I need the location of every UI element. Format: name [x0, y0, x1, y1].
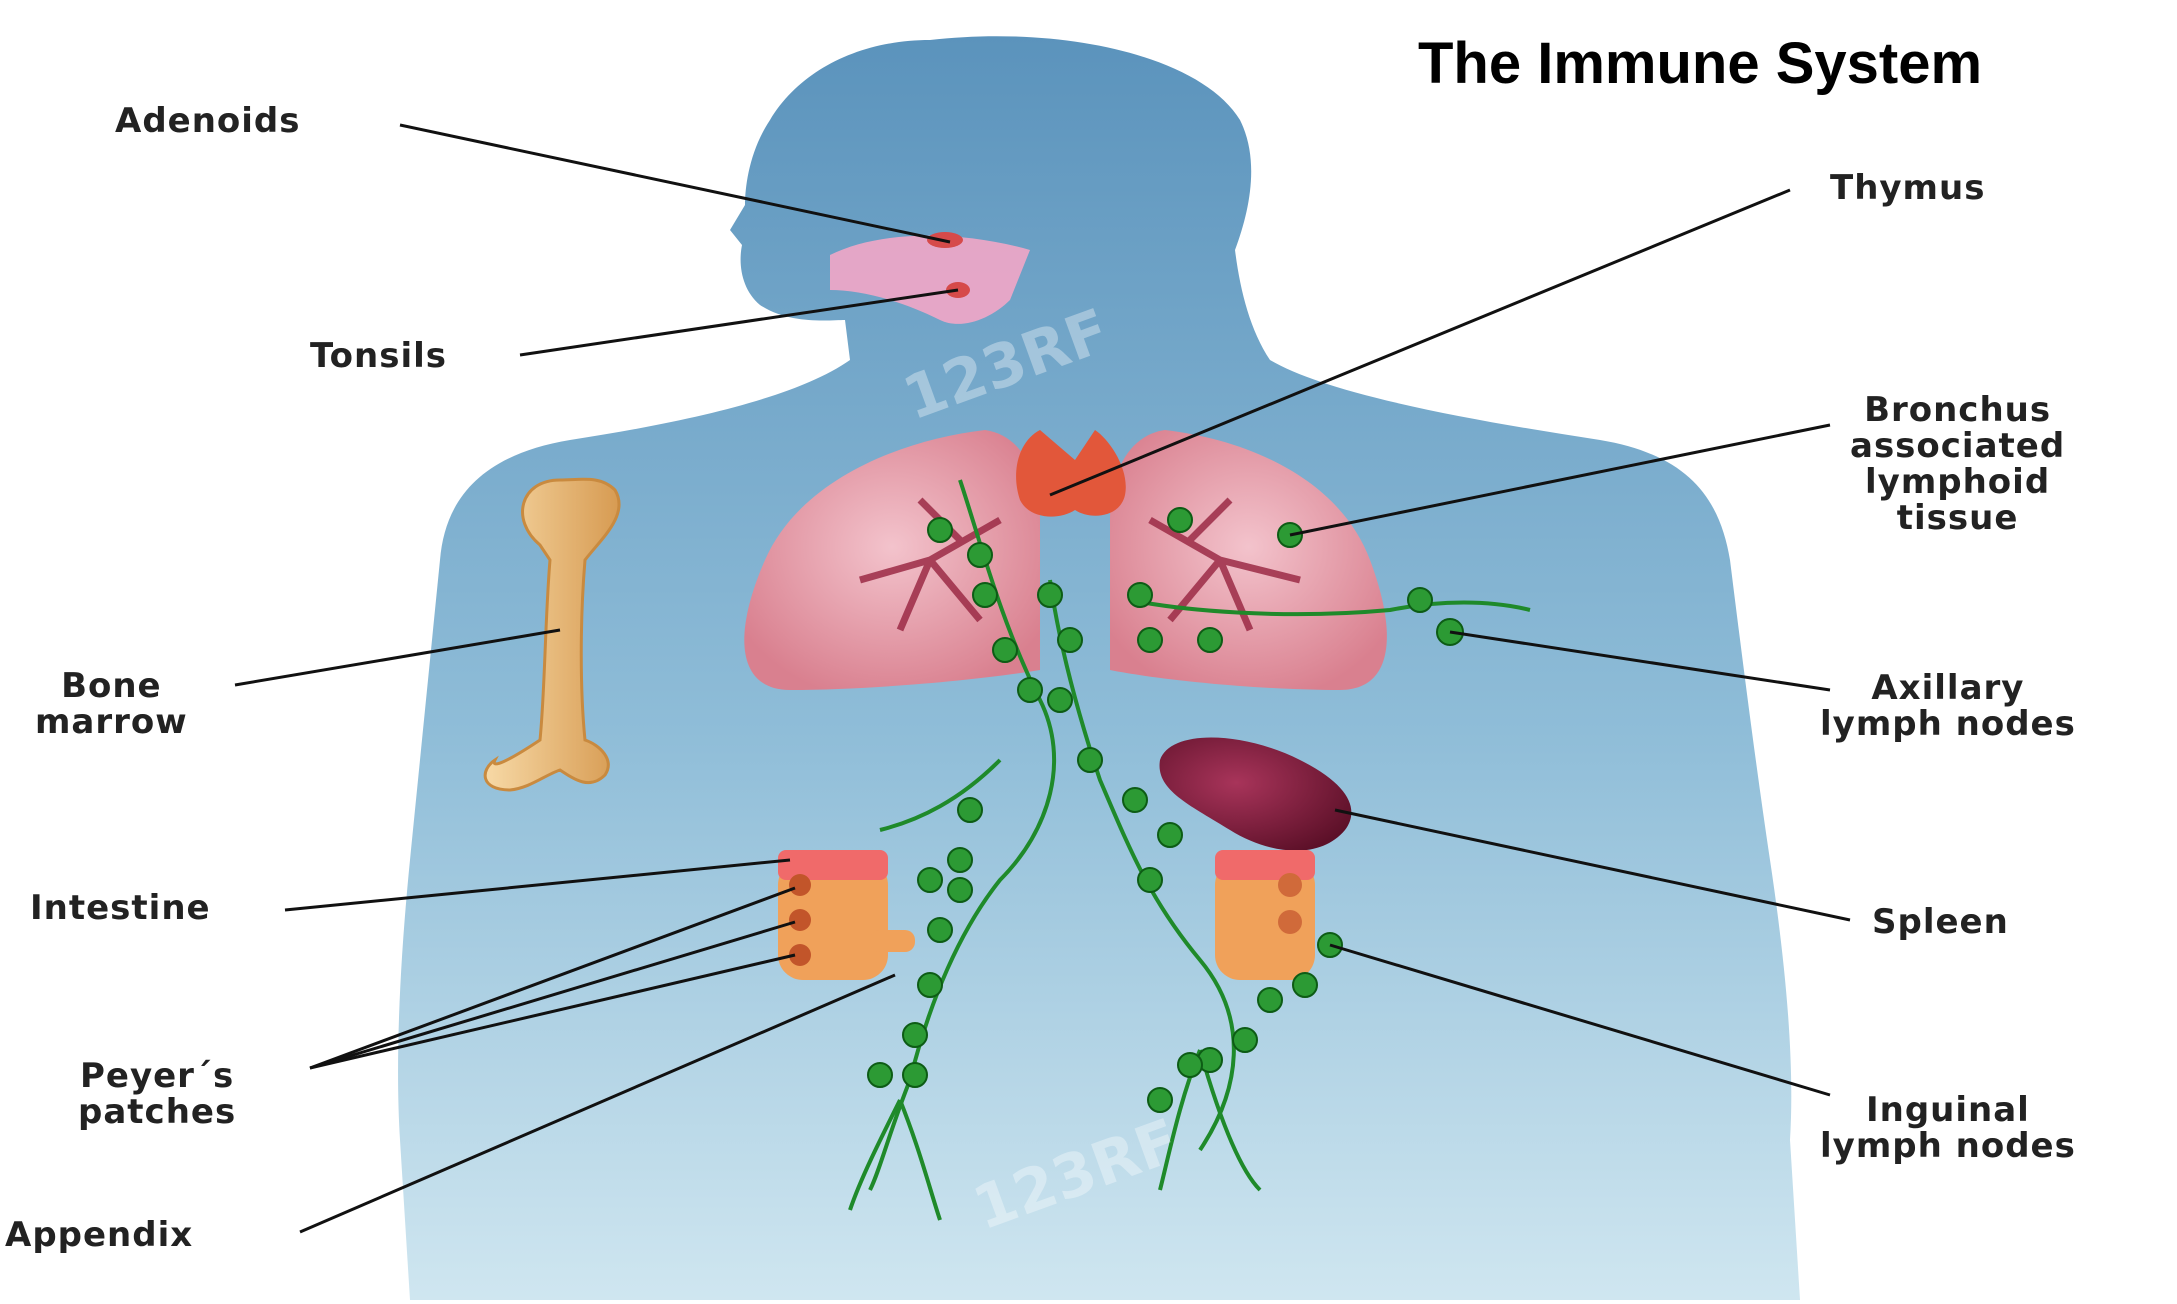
label-adenoids: Adenoids [115, 103, 301, 139]
label-spleen: Spleen [1872, 904, 2009, 940]
label-inguinal-lymph-nodes: Inguinal lymph nodes [1820, 1092, 2076, 1164]
label-axillary-lymph-nodes: Axillary lymph nodes [1820, 670, 2076, 742]
body-silhouette [398, 36, 1800, 1300]
label-thymus: Thymus [1830, 170, 1985, 206]
label-peyers-patches: Peyer´s patches [78, 1058, 236, 1130]
label-appendix: Appendix [5, 1217, 193, 1253]
diagram-title: The Immune System [1418, 30, 1982, 97]
label-bronchus-associated-lymphoid-tissue: Bronchus associated lymphoid tissue [1850, 392, 2065, 536]
label-tonsils: Tonsils [310, 338, 447, 374]
label-intestine: Intestine [30, 890, 211, 926]
label-bone-marrow: Bone marrow [35, 668, 188, 740]
